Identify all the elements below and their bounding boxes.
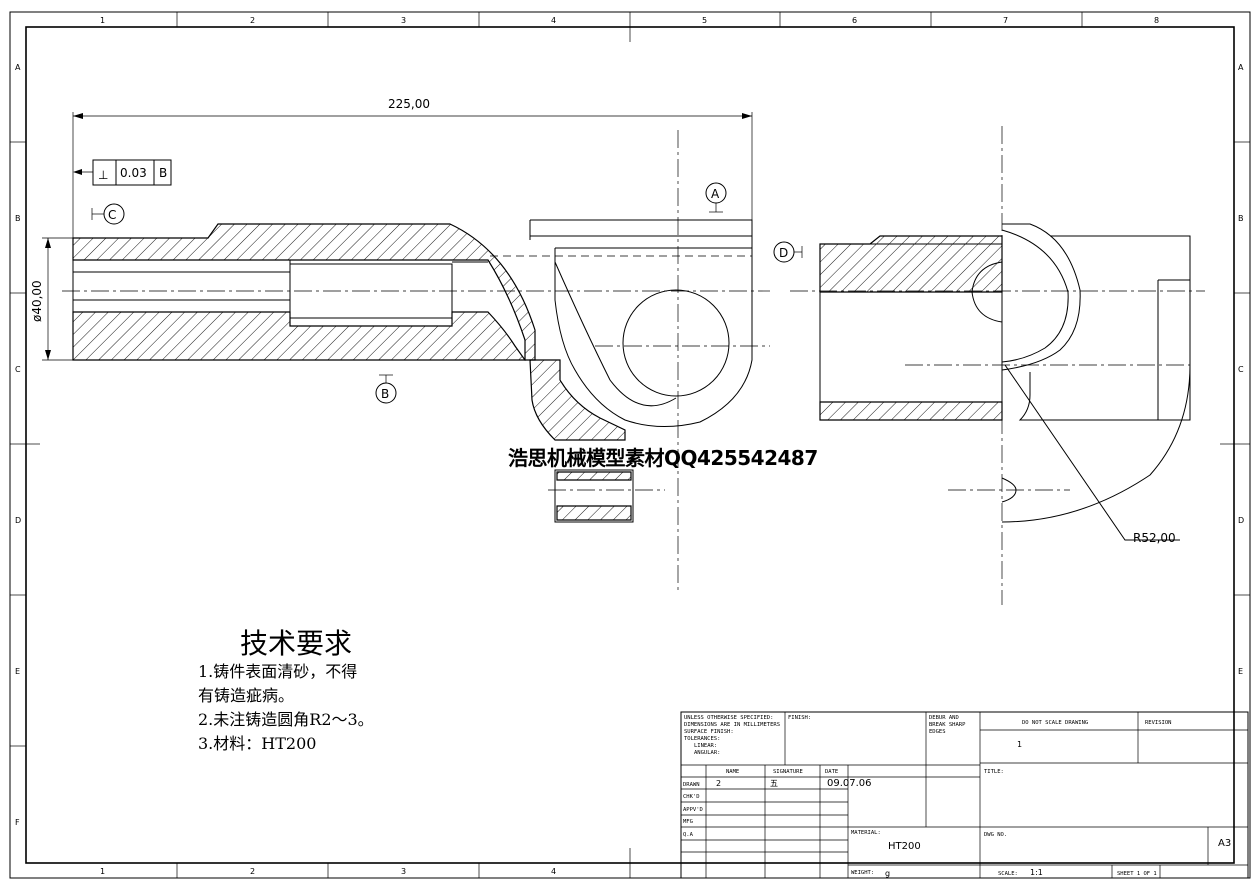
end-hatch-lower [819, 401, 1003, 421]
datum-reference: B [159, 166, 167, 180]
datum-c: C [91, 203, 125, 225]
datum-b: B [375, 374, 397, 404]
tb-revision-value: 1 [1017, 740, 1022, 749]
watermark-text: 浩思机械模型素材QQ425542487 [508, 446, 818, 470]
svg-text:A: A [711, 187, 720, 201]
tb-note: LINEAR: [694, 743, 717, 749]
grid-col-label: 3 [401, 16, 406, 25]
grid-col-label: 2 [250, 16, 255, 25]
datum-d: D [773, 241, 803, 263]
tb-drawn-date: 09.07.06 [827, 778, 872, 789]
grid-row-label: E [15, 667, 20, 676]
tb-weight-label: WEIGHT: [851, 870, 874, 876]
requirement-line: 2.未注铸造圆角R2～3。 [198, 710, 374, 729]
grid-col-label: 1 [100, 867, 105, 876]
feature-control-frame: ⊥ 0.03 B [73, 159, 172, 186]
tb-col-date: DATE [825, 769, 838, 775]
grid-col-label: 3 [401, 867, 406, 876]
grid-row-label: D [15, 516, 21, 525]
grid-row-label: B [15, 214, 21, 223]
diameter-dimension-value: ø40,00 [30, 280, 44, 322]
tb-weight-value: g [885, 869, 890, 878]
tb-deburr: BREAK SHARP [929, 722, 966, 728]
tb-row-label: APPV'D [683, 807, 703, 813]
tb-drawn-signature: 五 [770, 779, 778, 788]
grid-col-label: 1 [100, 16, 105, 25]
tb-note: SURFACE FINISH: [684, 729, 734, 735]
end-view: R52,00 [790, 126, 1205, 605]
svg-text:C: C [108, 208, 116, 222]
grid-col-label: 4 [551, 867, 556, 876]
tb-row-label: CHK'D [683, 794, 700, 800]
tb-row-label: Q.A [683, 832, 694, 838]
tb-col-signature: SIGNATURE [773, 769, 803, 775]
tb-material-value: HT200 [888, 841, 921, 852]
grid-row-label: C [1238, 365, 1244, 374]
grid-col-label: 5 [702, 16, 707, 25]
tb-revision-label: REVISION [1145, 720, 1172, 726]
tb-col-name: NAME [726, 769, 739, 775]
section-hatch-web [529, 359, 626, 441]
diameter-dimension: ø40,00 [30, 237, 73, 361]
drawing-border: 1 2 3 4 5 6 7 8 1 2 3 4 A B C D E F A B … [9, 11, 1251, 879]
grid-row-label: F [15, 818, 20, 827]
radius-dimension: R52,00 [1133, 531, 1176, 545]
boss-hatch [556, 505, 632, 521]
technical-requirements-list: 1.铸件表面清砂，不得 有铸造疵病。 2.未注铸造圆角R2～3。 3.材料：HT… [198, 660, 374, 756]
tb-material-label: MATERIAL: [851, 830, 881, 836]
tolerance-value: 0.03 [120, 166, 147, 180]
tb-note: TOLERANCES: [684, 736, 720, 742]
grid-row-label: A [15, 63, 21, 72]
boss-hatch [556, 471, 632, 481]
grid-col-label: 6 [852, 16, 857, 25]
section-view [62, 130, 770, 590]
tb-deburr: DEBUR AND [929, 715, 959, 721]
tb-row-label: MFG [683, 819, 693, 825]
tb-note: DIMENSIONS ARE IN MILLIMETERS [684, 722, 780, 728]
requirement-line: 3.材料：HT200 [198, 734, 317, 753]
tb-row-label: DRAWN [683, 782, 700, 788]
tb-deburr: EDGES [929, 729, 946, 735]
tb-scale-label: SCALE: [998, 871, 1018, 877]
tb-sheet: SHEET 1 OF 1 [1117, 871, 1157, 877]
section-hatch-upper [72, 223, 536, 361]
length-dimension-value: 225,00 [388, 97, 430, 111]
tb-note: UNLESS OTHERWISE SPECIFIED: [684, 715, 773, 721]
tb-size: A3 [1218, 838, 1231, 849]
tb-note: ANGULAR: [694, 750, 721, 756]
tb-finish-label: FINISH: [788, 715, 811, 721]
grid-row-label: D [1238, 516, 1244, 525]
svg-text:D: D [779, 246, 788, 260]
grid-col-label: 2 [250, 867, 255, 876]
grid-row-label: B [1238, 214, 1244, 223]
grid-row-label: A [1238, 63, 1244, 72]
tb-scale-value: 1:1 [1030, 868, 1043, 877]
grid-row-label: C [15, 365, 21, 374]
grid-col-label: 7 [1003, 16, 1008, 25]
svg-text:B: B [381, 387, 389, 401]
perpendicularity-symbol: ⊥ [98, 168, 108, 182]
tb-dwg-no-label: DWG NO. [984, 832, 1007, 838]
technical-requirements-title: 技术要求 [240, 627, 353, 660]
datum-a: A [705, 182, 727, 213]
requirement-line: 1.铸件表面清砂，不得 [198, 662, 358, 681]
requirement-line: 有铸造疵病。 [198, 686, 295, 705]
section-hatch-lower [72, 311, 527, 361]
tb-drawn-name: 2 [716, 779, 721, 788]
grid-row-label: E [1238, 667, 1243, 676]
title-block: UNLESS OTHERWISE SPECIFIED: DIMENSIONS A… [680, 711, 1249, 879]
tb-do-not-scale: DO NOT SCALE DRAWING [1022, 720, 1088, 726]
tb-title-label: TITLE: [984, 769, 1004, 775]
length-dimension: 225,00 [72, 97, 753, 238]
grid-col-label: 4 [551, 16, 556, 25]
grid-col-label: 8 [1154, 16, 1159, 25]
